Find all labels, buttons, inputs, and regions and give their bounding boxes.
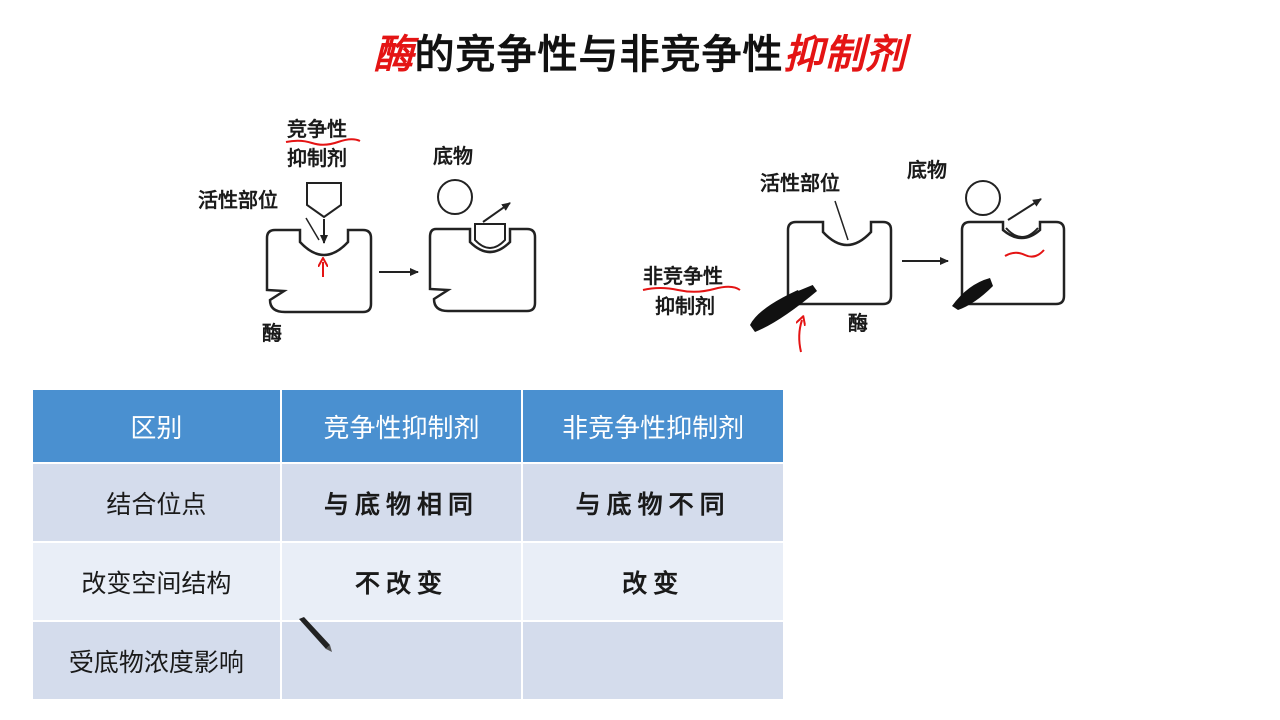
pen-cursor-icon [299, 617, 332, 652]
cell-competitive-structure: 不改变 [280, 541, 524, 621]
pointer-line [305, 217, 320, 241]
competitive-inhibitor-label-1: 竞争性 [287, 117, 347, 141]
substrate-circle-right [965, 180, 1001, 216]
red-squiggle [1004, 249, 1045, 258]
table-row: 改变空间结构 不改变 改变 [33, 541, 783, 621]
comparison-table: 区别 竞争性抑制剂 非竞争性抑制剂 结合位点 与底物相同 与底物不同 改变空间结… [33, 390, 783, 699]
noncompetitive-inhibitor-label-1: 非竞争性 [643, 264, 723, 288]
cell-competitive-binding: 与底物相同 [280, 462, 524, 542]
competitive-diagram: 竞争性 抑制剂 活性部位 酶 底物 [198, 117, 537, 345]
cell-competitive-substrate [280, 620, 524, 699]
substrate-label-right: 底物 [907, 158, 947, 182]
header-competitive: 竞争性抑制剂 [280, 390, 524, 463]
substrate-circle [437, 179, 473, 215]
competitive-inhibitor-label-2: 抑制剂 [287, 146, 347, 170]
inhibitor-highlight [797, 282, 816, 291]
row-label-structure-change: 改变空间结构 [33, 541, 282, 621]
active-site-label-right: 活性部位 [760, 171, 840, 195]
red-underline-right [642, 285, 741, 293]
table-header-row: 区别 竞争性抑制剂 非竞争性抑制剂 [33, 390, 783, 463]
red-arrow-right [799, 320, 802, 353]
competitive-inhibitor-shape [306, 182, 342, 219]
release-arrow [482, 202, 511, 223]
row-label-substrate-effect: 受底物浓度影响 [33, 620, 282, 699]
bound-inhibitor-shape [952, 278, 993, 310]
enzyme-label: 酶 [262, 321, 282, 345]
noncompetitive-diagram: 活性部位 底物 非竞争性 抑制剂 酶 [642, 158, 1066, 353]
product-shape [474, 223, 506, 249]
noncompetitive-inhibitor-label-2: 抑制剂 [655, 294, 715, 318]
header-difference: 区别 [33, 390, 282, 463]
cell-noncompetitive-substrate [522, 620, 783, 699]
substrate-label: 底物 [433, 144, 473, 168]
cell-noncompetitive-structure: 改变 [522, 541, 783, 621]
enzyme-shape [265, 228, 373, 314]
distorted-site [1005, 227, 1039, 238]
active-site-label: 活性部位 [198, 188, 278, 212]
cell-noncompetitive-binding: 与底物不同 [522, 462, 783, 542]
enzyme-product-shape [428, 227, 537, 313]
table-row: 受底物浓度影响 [33, 620, 783, 699]
row-label-binding-site: 结合位点 [33, 462, 282, 542]
red-underline [285, 138, 361, 146]
release-arrow-right [1007, 198, 1042, 221]
slide-title: 酶的竞争性与非竞争性抑制剂 [0, 22, 1280, 80]
title-enzyme: 酶 [373, 32, 415, 78]
header-noncompetitive: 非竞争性抑制剂 [522, 390, 783, 463]
title-middle: 的竞争性与非竞争性 [414, 32, 784, 78]
table-row: 结合位点 与底物相同 与底物不同 [33, 462, 783, 542]
enzyme-inhibition-diagram: 竞争性 抑制剂 活性部位 酶 底物 活性部位 底物 非竞争性 抑制剂 [198, 117, 1066, 353]
enzyme-label-right: 酶 [848, 311, 868, 335]
noncompetitive-inhibitor-shape [750, 284, 817, 332]
title-inhibitor: 抑制剂 [783, 32, 907, 78]
pointer-line-right [834, 200, 849, 241]
